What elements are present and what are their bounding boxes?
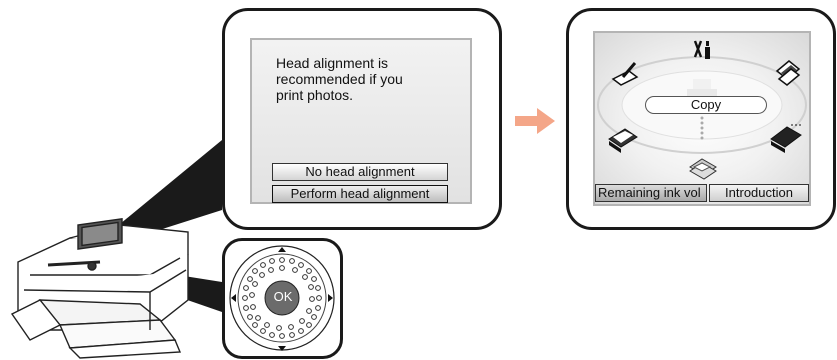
callout-wedge-screen: [103, 140, 222, 245]
next-arrow-icon: [515, 108, 555, 134]
message-line: Head alignment is: [276, 55, 389, 71]
copy-icon: [770, 124, 803, 153]
home-menu-dial: [597, 40, 807, 180]
lcd-screen-head-alignment: Head alignment is recommended if you pri…: [250, 38, 472, 204]
head-alignment-message: Head alignment is recommended if you pri…: [276, 55, 446, 103]
printer-body: [10, 218, 189, 359]
menu-selection-label[interactable]: Copy: [645, 96, 767, 114]
remaining-ink-button[interactable]: Remaining ink vol: [595, 184, 707, 202]
message-line: print photos.: [276, 87, 354, 103]
settings-icon: [693, 40, 710, 59]
screen-callout-home-menu: Copy Remaining ink vol Introduction: [566, 8, 836, 230]
ok-button[interactable]: OK: [273, 289, 293, 304]
keypad-callout: OK: [222, 238, 343, 359]
perform-head-alignment-button[interactable]: Perform head alignment: [272, 185, 448, 203]
no-head-alignment-button[interactable]: No head alignment: [272, 163, 448, 181]
photo-icon: [775, 60, 801, 86]
screen-callout-head-alignment: Head alignment is recommended if you pri…: [222, 8, 502, 230]
right-arrow-icon: [328, 294, 333, 302]
lcd-screen-home-menu: Copy Remaining ink vol Introduction: [593, 31, 811, 206]
fax-icon: [608, 128, 638, 153]
left-arrow-icon: [231, 294, 236, 302]
navigation-dial: [229, 245, 335, 351]
message-line: recommended if you: [276, 71, 403, 87]
down-arrow-icon: [278, 346, 286, 351]
scan-icon: [611, 62, 639, 86]
introduction-button[interactable]: Introduction: [709, 184, 809, 202]
memory-card-icon: [689, 158, 717, 180]
up-arrow-icon: [278, 247, 286, 252]
